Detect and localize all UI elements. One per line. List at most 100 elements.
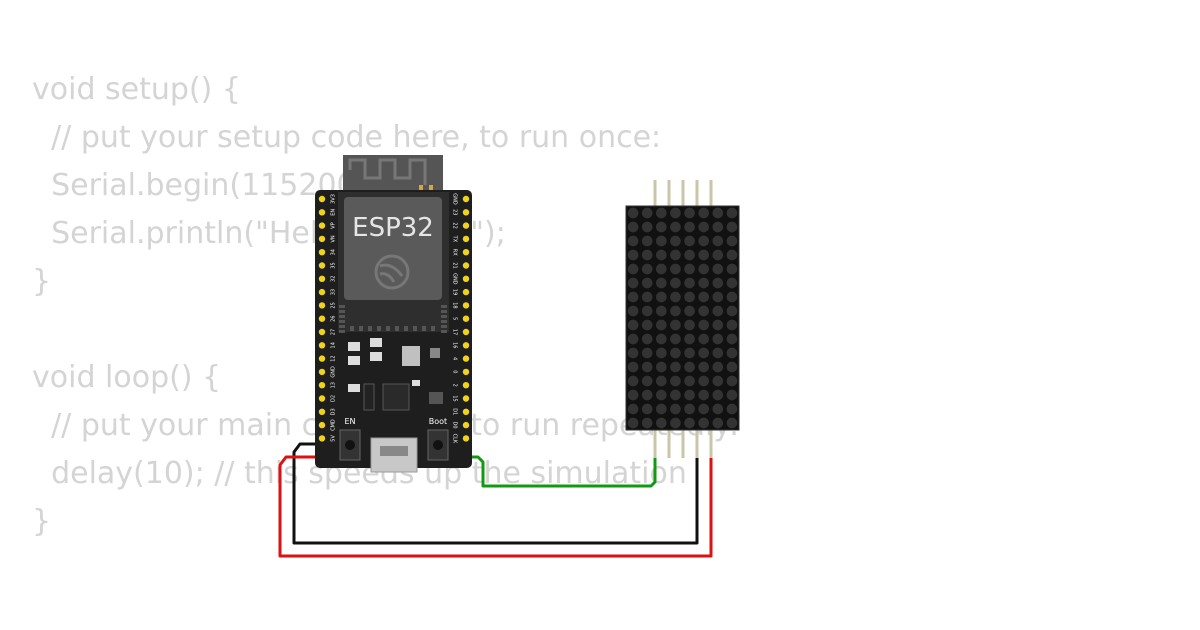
pin-label: 16: [452, 342, 458, 348]
matrix-led: [712, 319, 724, 331]
matrix-led: [627, 375, 639, 387]
matrix-led: [655, 333, 667, 345]
matrix-led: [641, 221, 653, 233]
pin[interactable]: [462, 262, 470, 269]
matrix-led: [627, 291, 639, 303]
pin[interactable]: [462, 355, 470, 362]
matrix-led: [641, 235, 653, 247]
wire-black-gnd[interactable]: [292, 431, 699, 545]
pin[interactable]: [318, 421, 326, 429]
matrix-led: [670, 305, 681, 317]
matrix-led: [655, 417, 667, 429]
pin[interactable]: [318, 368, 326, 376]
pin[interactable]: [318, 302, 326, 309]
usb-uart-chip: [382, 383, 410, 411]
matrix-bottom-pins[interactable]: [653, 429, 713, 458]
matrix-led: [655, 389, 667, 401]
code-line: void setup() {: [32, 72, 241, 107]
pin[interactable]: [462, 302, 470, 309]
pin-label: 34: [331, 249, 337, 255]
code-line: }: [32, 504, 52, 539]
pin[interactable]: [462, 395, 470, 402]
matrix-led: [627, 235, 639, 247]
pin-label: 5V: [331, 435, 337, 442]
matrix-led: [726, 403, 738, 415]
matrix-led: [670, 375, 681, 387]
pin[interactable]: [318, 435, 326, 442]
pin[interactable]: [462, 421, 470, 429]
pin-label: 12: [331, 355, 337, 361]
pin-label: 22: [452, 222, 458, 228]
pin[interactable]: [462, 195, 470, 203]
pin[interactable]: [318, 209, 326, 216]
pin[interactable]: [318, 288, 326, 296]
pin[interactable]: [462, 328, 470, 336]
matrix-led: [726, 207, 738, 219]
matrix-led: [627, 333, 639, 345]
pin[interactable]: [462, 288, 470, 296]
matrix-led: [698, 319, 710, 331]
matrix-led: [684, 305, 695, 317]
led-matrix[interactable]: [625, 180, 740, 458]
pin[interactable]: [462, 368, 470, 376]
pin[interactable]: [462, 209, 470, 216]
pin[interactable]: [462, 435, 470, 442]
pin[interactable]: [462, 408, 470, 415]
pin[interactable]: [318, 275, 326, 282]
matrix-led: [627, 361, 639, 373]
pin[interactable]: [318, 249, 326, 256]
pin-label: CMD: [331, 419, 337, 431]
matrix-pin[interactable]: [667, 429, 671, 458]
matrix-led: [670, 291, 681, 303]
pin[interactable]: [318, 222, 326, 229]
pin[interactable]: [318, 328, 326, 336]
matrix-led: [726, 263, 738, 275]
matrix-led: [684, 235, 695, 247]
matrix-led: [698, 207, 710, 219]
matrix-led: [712, 347, 724, 359]
matrix-led: [726, 221, 738, 233]
matrix-pin[interactable]: [709, 429, 713, 458]
pin[interactable]: [318, 408, 326, 415]
matrix-led: [670, 249, 681, 261]
pin[interactable]: [318, 355, 326, 362]
matrix-led: [627, 347, 639, 359]
esp32-board[interactable]: ESP32 EN Boot 3V3ENVPVN34353233252627141…: [315, 155, 472, 473]
matrix-led: [698, 291, 710, 303]
matrix-led: [655, 235, 667, 247]
pin[interactable]: [462, 275, 470, 282]
pin[interactable]: [462, 342, 470, 349]
matrix-led: [655, 403, 667, 415]
pin[interactable]: [318, 382, 326, 389]
matrix-led: [726, 375, 738, 387]
pin[interactable]: [318, 315, 326, 322]
pin[interactable]: [318, 235, 326, 243]
wire-green-data[interactable]: [464, 431, 657, 488]
chip-can: [344, 197, 442, 300]
pin[interactable]: [318, 195, 326, 203]
matrix-led: [670, 235, 681, 247]
pin[interactable]: [318, 342, 326, 349]
pin[interactable]: [462, 222, 470, 229]
matrix-pin[interactable]: [653, 429, 657, 458]
matrix-pin[interactable]: [681, 429, 685, 458]
pin[interactable]: [462, 382, 470, 389]
matrix-led: [712, 361, 724, 373]
pin-label: 18: [452, 302, 458, 308]
matrix-led: [726, 249, 738, 261]
pin[interactable]: [462, 315, 470, 322]
code-line: // put your setup code here, to run once…: [32, 120, 662, 155]
pin-label: 21: [452, 262, 458, 268]
pin[interactable]: [318, 262, 326, 269]
matrix-led: [641, 277, 653, 289]
matrix-led: [712, 277, 724, 289]
matrix-led: [670, 389, 681, 401]
matrix-led: [627, 319, 639, 331]
matrix-pin: [667, 180, 671, 207]
pin[interactable]: [318, 395, 326, 402]
pin[interactable]: [462, 235, 470, 243]
matrix-pin[interactable]: [695, 429, 699, 458]
pin[interactable]: [462, 249, 470, 256]
wire-red-5v[interactable]: [278, 431, 713, 558]
